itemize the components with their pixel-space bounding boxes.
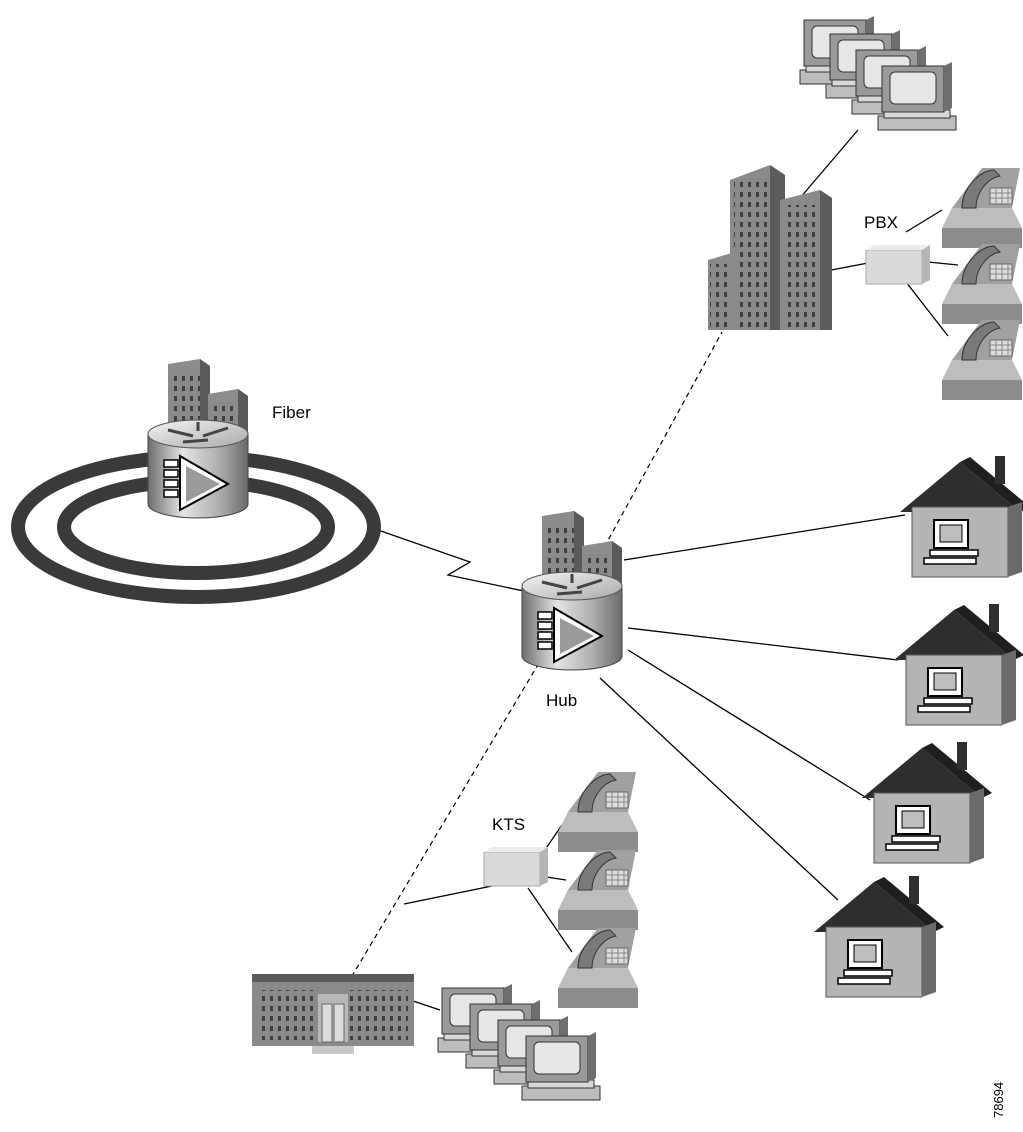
workstation-icon <box>521 1031 601 1101</box>
telephone-icon <box>941 319 1023 401</box>
workstation-icon <box>877 61 957 131</box>
dashed-link-hub-office <box>599 331 723 556</box>
kts-box-icon <box>483 846 549 887</box>
low-building-icon <box>251 973 415 1055</box>
telephone-icon <box>941 243 1023 325</box>
telephone-icon <box>557 849 639 931</box>
hub-router-icon <box>520 509 624 672</box>
fiber-router-icon <box>146 357 250 520</box>
link-hub-house-1 <box>623 514 906 561</box>
link-pbx-phone-2 <box>927 261 959 266</box>
link-office-pcs <box>799 129 859 199</box>
fiber-label: Fiber <box>272 403 311 422</box>
house-with-computer-icon <box>861 741 993 864</box>
office-building-icon <box>708 165 832 330</box>
link-school-kts <box>403 885 493 905</box>
dashed-link-hub-school <box>351 647 549 977</box>
link-school-pcs <box>409 999 441 1011</box>
figure-id-label: 78694 <box>991 1082 1006 1118</box>
link-hub-house-2 <box>627 627 899 661</box>
kts-label: KTS <box>492 815 525 834</box>
fiber-wan-link <box>377 529 539 595</box>
house-with-computer-icon <box>899 455 1023 578</box>
pbx-box-icon <box>865 244 931 285</box>
link-pbx-phone-1 <box>905 209 943 233</box>
hub-label: Hub <box>546 691 577 710</box>
link-kts-phone-3 <box>527 887 573 953</box>
link-hub-house-4 <box>599 677 839 901</box>
link-hub-house-3 <box>627 649 871 801</box>
telephone-icon <box>557 927 639 1009</box>
pbx-label: PBX <box>864 213 898 232</box>
link-pbx-phone-3 <box>905 281 949 337</box>
telephone-icon <box>941 167 1023 249</box>
telephone-icon <box>557 771 639 853</box>
house-with-computer-icon <box>813 875 945 998</box>
link-kts-phone-2 <box>545 876 567 881</box>
house-with-computer-icon <box>893 603 1023 726</box>
